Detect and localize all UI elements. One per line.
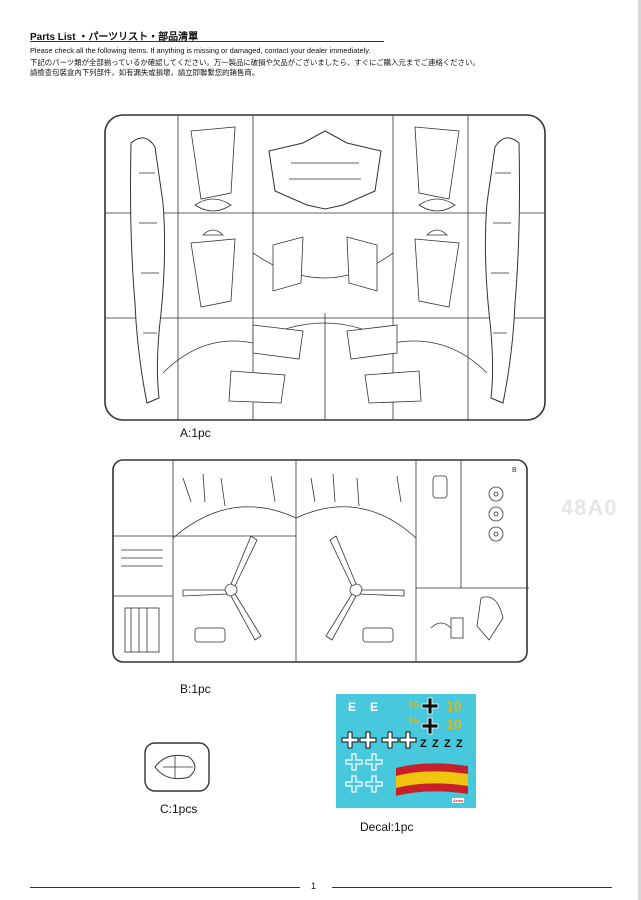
- notice-english: Please check all the following items. If…: [30, 46, 371, 55]
- page-number: 1: [311, 881, 317, 891]
- parts-b-label: B:1pc: [180, 682, 211, 696]
- decal-brand-mark: Arma: [452, 798, 465, 803]
- decal-number-10-top: 10: [446, 698, 462, 714]
- decal-letter-z-1: Z: [420, 738, 427, 750]
- parts-c-label: C:1pcs: [160, 802, 198, 816]
- decal-number-15-top: 15: [408, 700, 420, 711]
- sprue-c-illustration: [144, 742, 210, 792]
- bleed-through-text: 48A0: [561, 495, 618, 520]
- decal-letter-e-1: E: [348, 700, 357, 714]
- decal-letter-z-4: Z: [456, 738, 463, 750]
- footer-divider-left: [30, 887, 300, 888]
- decal-sheet: E E 15 10 15 10 Z Z Z Z Arma: [336, 694, 476, 808]
- decal-letter-z-2: Z: [432, 738, 439, 750]
- header-divider: [30, 41, 384, 42]
- decal-artwork: [341, 697, 468, 796]
- decal-letter-e-2: E: [370, 700, 379, 714]
- sprue-a-illustration: [104, 114, 546, 421]
- notice-japanese: 下記のパーツ類が全部揃っているか確認してください。万一製品に破損や欠品がございま…: [30, 58, 480, 67]
- notice-chinese: 請檢查包裝盒內下列部件，如有漏失或損壞，請立即聯繫您的銷售商。: [30, 68, 260, 77]
- decal-number-10-bottom: 10: [446, 716, 462, 732]
- decal-number-15-bottom: 15: [408, 716, 420, 727]
- sprue-b-corner-letter: B: [512, 467, 517, 474]
- sprue-b-illustration: B: [112, 459, 529, 663]
- decal-label: Decal:1pc: [360, 820, 414, 834]
- parts-a-label: A:1pc: [180, 426, 211, 440]
- page-title: Parts List ・パーツリスト・部品清單: [30, 32, 199, 43]
- decal-letter-z-3: Z: [444, 738, 451, 750]
- footer-divider-right: [332, 887, 612, 888]
